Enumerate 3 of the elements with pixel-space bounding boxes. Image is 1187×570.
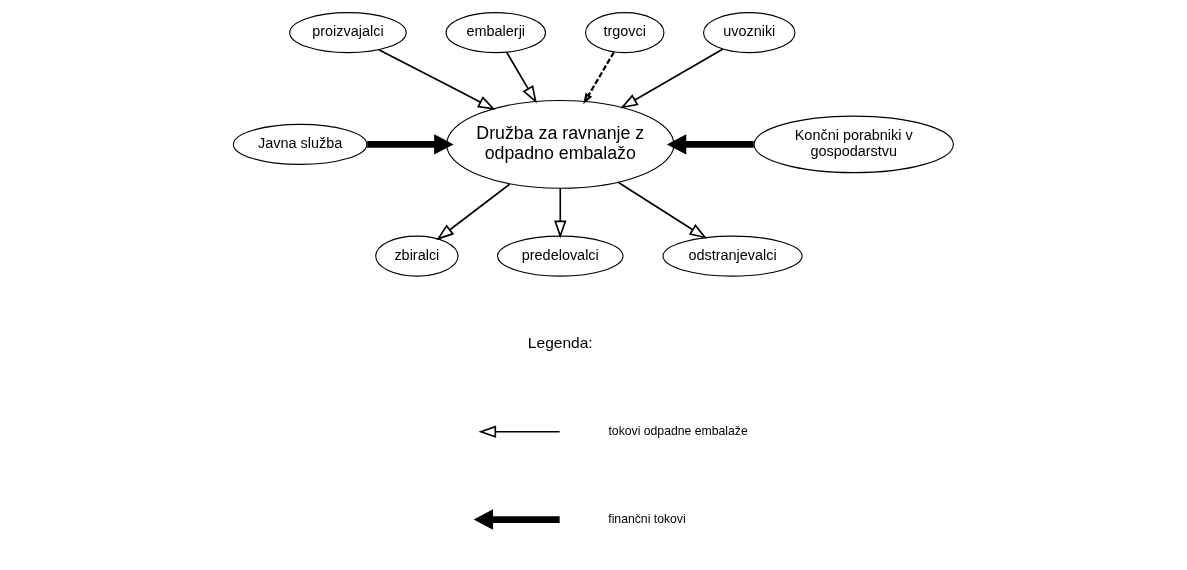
legend-label: finančni tokovi (608, 511, 686, 526)
legend-label: tokovi odpadne embalaže (608, 423, 748, 438)
label: Legenda: (527, 334, 593, 352)
